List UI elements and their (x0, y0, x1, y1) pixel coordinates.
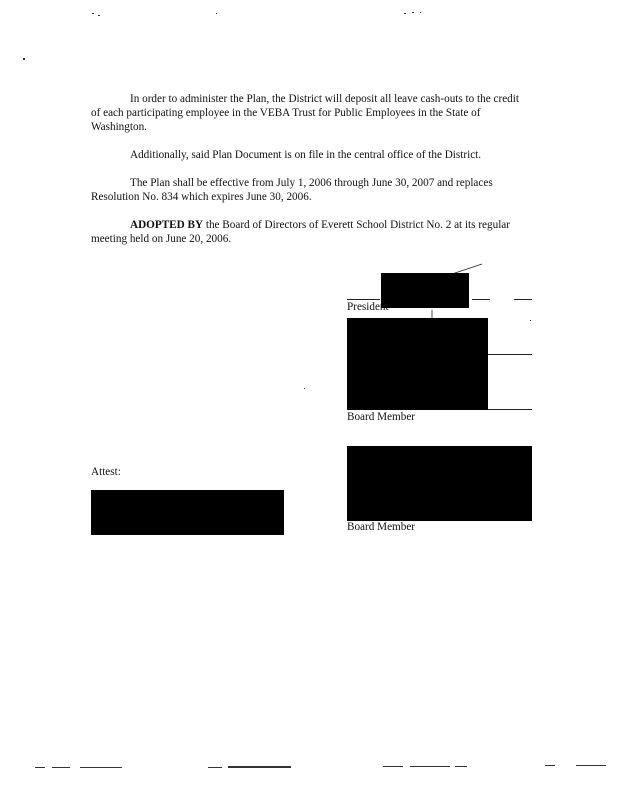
adopted-by-heading: ADOPTED BY (130, 219, 204, 231)
scan-speck (98, 15, 100, 16)
paragraph-text: In order to administer the Plan, the Dis… (91, 93, 519, 133)
paragraph-text: the Board of Directors of Everett School… (91, 219, 510, 245)
attest-label: Attest: (91, 466, 121, 478)
scan-speck (404, 13, 406, 14)
scan-artifact-line (383, 766, 403, 767)
scan-speck (412, 12, 414, 13)
paragraph-administer: In order to administer the Plan, the Dis… (91, 93, 531, 134)
scan-speck (304, 388, 305, 389)
scan-artifact-line (455, 766, 467, 767)
scan-artifact-line (576, 765, 606, 766)
redacted-board-member-signature (347, 318, 488, 410)
scan-speck (92, 13, 94, 14)
scan-speck (530, 320, 531, 321)
redacted-president-signature (381, 273, 469, 308)
redacted-attest-signature (91, 490, 284, 535)
president-label: President (347, 301, 389, 313)
president-signature-line (347, 299, 380, 300)
paragraph-text: The Plan shall be effective from July 1,… (91, 177, 493, 203)
president-signature-line (472, 299, 490, 300)
scan-speck (216, 13, 217, 14)
president-signature-line (514, 299, 532, 300)
board-member-label: Board Member (347, 521, 416, 533)
scan-artifact-line (208, 767, 222, 768)
board-member-signature-line (488, 354, 532, 355)
paragraph-text: Additionally, said Plan Document is on f… (130, 149, 482, 161)
paragraph-effective-date: The Plan shall be effective from July 1,… (91, 177, 531, 205)
scan-speck (23, 58, 25, 60)
scan-artifact-line (410, 766, 450, 767)
scan-artifact-line (52, 767, 70, 768)
redacted-board-member-signature (347, 446, 532, 521)
board-member-signature-line (488, 409, 532, 410)
scan-speck (420, 12, 421, 13)
paragraph-plan-document: Additionally, said Plan Document is on f… (91, 149, 531, 163)
scan-artifact-line (35, 767, 45, 768)
paragraph-adopted-by: ADOPTED BY the Board of Directors of Eve… (91, 219, 531, 247)
scan-artifact-line (545, 765, 555, 766)
scan-artifact-line (80, 767, 122, 768)
scan-artifact-line (228, 766, 291, 768)
board-member-label: Board Member (347, 411, 416, 423)
